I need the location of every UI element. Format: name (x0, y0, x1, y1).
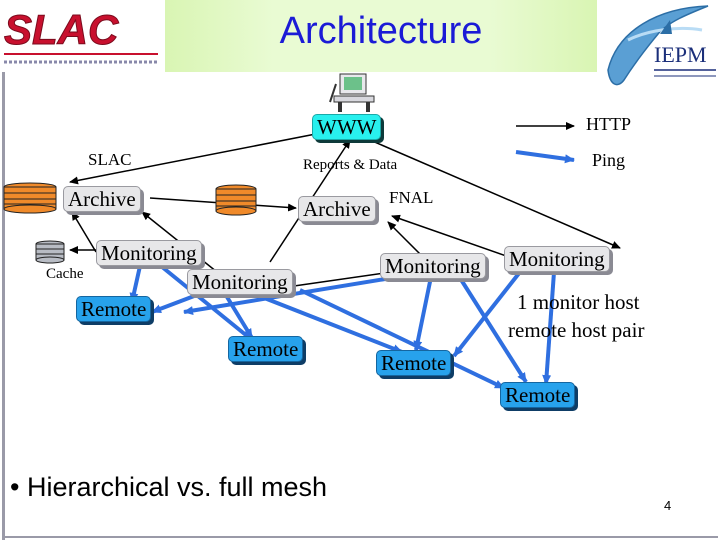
legend-ping-label: Ping (592, 150, 626, 170)
note-line-1: 1 monitor host (517, 290, 640, 314)
remote-node-4: Remote (500, 382, 576, 408)
iepm-logo: IEPM (607, 5, 716, 86)
remote-node-2: Remote (228, 336, 304, 362)
note-line-2: remote host pair (508, 318, 645, 342)
page-number: 4 (664, 498, 672, 513)
archive-slac-node: Archive (63, 186, 141, 212)
cache-label: Cache (46, 266, 84, 282)
remote-node-1: Remote (76, 296, 152, 322)
bottom-rule (2, 536, 718, 538)
legend-ping-arrow (515, 150, 575, 164)
slac-logo: SLAC (0, 0, 164, 72)
bullet-marker: • (10, 472, 27, 502)
svg-text:IEPM: IEPM (654, 42, 707, 67)
database-icon (35, 240, 65, 264)
slide-title: Architecture (279, 10, 483, 52)
dolphin-icon (607, 5, 709, 86)
reports-data-label: Reports & Data (303, 157, 398, 173)
bullet-text: Hierarchical vs. full mesh (26, 472, 328, 502)
monitoring-fnal-node-1: Monitoring (380, 253, 486, 279)
www-node: WWW (312, 114, 382, 140)
archive-fnal-node: Archive (298, 196, 376, 222)
monitoring-fnal-node-2: Monitoring (504, 246, 610, 272)
computer-icon (329, 73, 375, 112)
legend-http-label: HTTP (586, 114, 631, 134)
svg-text:SLAC: SLAC (4, 6, 119, 53)
remote-node-3: Remote (376, 350, 452, 376)
monitoring-slac-node-1: Monitoring (96, 240, 202, 266)
database-icon (215, 184, 257, 216)
slac-site-label: SLAC (88, 150, 132, 169)
bullet-item: • Hierarchical vs. full mesh (10, 472, 327, 503)
monitoring-slac-node-2: Monitoring (187, 269, 293, 295)
title-band (165, 0, 597, 72)
fnal-site-label: FNAL (389, 188, 434, 207)
left-rule (2, 72, 5, 540)
database-icon (3, 182, 57, 214)
